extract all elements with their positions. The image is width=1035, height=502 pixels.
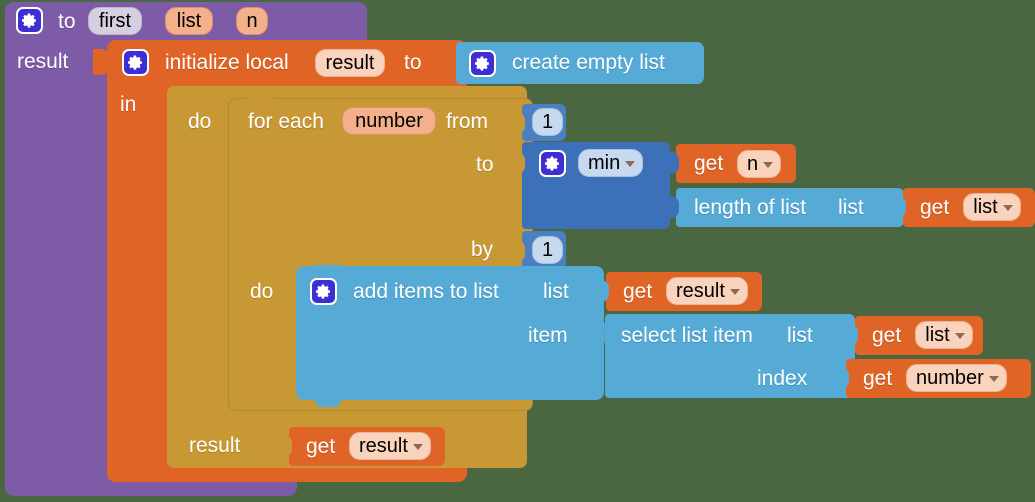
- add-items-list-label: list: [543, 280, 569, 303]
- loop-variable-field[interactable]: number: [342, 107, 436, 135]
- number-field-by[interactable]: 1: [532, 236, 564, 264]
- for-each-from-label: from: [446, 110, 488, 133]
- chevron-down-icon: [412, 444, 423, 450]
- from-socket: [512, 112, 525, 134]
- length-of-list-value-socket: [893, 196, 906, 218]
- add-items-to-list-block[interactable]: [296, 266, 604, 400]
- get-label: get: [694, 152, 724, 175]
- chevron-down-icon: [1003, 205, 1013, 211]
- gear-icon[interactable]: [16, 7, 43, 34]
- do-label-outer: do: [188, 110, 212, 133]
- for-each-label: for each: [248, 110, 324, 133]
- get-variable-dropdown-list-1[interactable]: list: [963, 193, 1021, 221]
- select-list-item-block[interactable]: [605, 314, 855, 398]
- get-label: get: [623, 280, 653, 303]
- length-of-list-block[interactable]: [676, 188, 904, 227]
- get-variable-dropdown-result-2[interactable]: result: [349, 432, 431, 460]
- get-label: get: [920, 196, 950, 219]
- select-list-item-index-socket: [836, 367, 849, 389]
- length-of-list-label: length of list: [694, 196, 807, 219]
- chevron-down-icon: [763, 162, 774, 168]
- create-empty-list-socket: [441, 50, 456, 76]
- procedure-to-label: to: [58, 10, 76, 33]
- loop-result-label: result: [189, 434, 241, 457]
- chevron-down-icon: [988, 376, 999, 382]
- number-field-from[interactable]: 1: [532, 108, 564, 136]
- procedure-param-list[interactable]: list: [165, 7, 213, 35]
- by-socket: [512, 240, 525, 262]
- chevron-down-icon: [729, 289, 740, 295]
- procedure-name-field[interactable]: first: [88, 7, 142, 35]
- get-variable-dropdown-number[interactable]: number: [906, 364, 1007, 392]
- for-each-by-label: by: [471, 238, 494, 261]
- chevron-down-icon: [625, 161, 636, 167]
- block-bottom-notch: [315, 398, 341, 407]
- min-operator-dropdown[interactable]: min: [578, 149, 644, 177]
- select-list-item-index-label: index: [757, 367, 808, 390]
- procedure-result-socket-plug: [93, 49, 109, 75]
- get-label: get: [306, 435, 336, 458]
- create-empty-list-block[interactable]: [456, 42, 704, 84]
- create-empty-list-label: create empty list: [512, 51, 665, 74]
- min-arg2-socket: [666, 196, 679, 218]
- get-label: get: [872, 324, 902, 347]
- get-label: get: [863, 367, 893, 390]
- local-var-name-field[interactable]: result: [315, 49, 385, 77]
- for-each-to-label: to: [476, 153, 494, 176]
- gear-icon[interactable]: [310, 278, 337, 305]
- gear-icon[interactable]: [122, 49, 149, 76]
- length-of-list-socket-label: list: [838, 196, 864, 219]
- select-list-item-list-label: list: [787, 324, 813, 347]
- gear-icon[interactable]: [469, 50, 496, 77]
- get-variable-dropdown-result-1[interactable]: result: [666, 277, 748, 305]
- initialize-local-to-label: to: [404, 51, 422, 74]
- block-top-notch: [186, 86, 212, 95]
- min-arg1-socket: [666, 152, 679, 174]
- loop-result-socket: [279, 435, 292, 457]
- add-items-item-label: item: [528, 324, 568, 347]
- for-each-do-label: do: [250, 280, 274, 303]
- procedure-result-label: result: [17, 50, 69, 73]
- initialize-local-header: [107, 40, 459, 86]
- select-list-item-list-socket: [845, 324, 858, 346]
- add-items-list-socket: [596, 280, 609, 302]
- gear-icon[interactable]: [539, 150, 566, 177]
- chevron-down-icon: [955, 333, 965, 339]
- add-items-item-socket: [596, 322, 609, 344]
- select-list-item-title: select list item: [621, 324, 753, 347]
- to-socket: [512, 152, 525, 174]
- get-variable-dropdown-n[interactable]: n: [737, 150, 782, 178]
- initialize-local-in-label: in: [120, 93, 137, 116]
- add-items-to-list-title: add items to list: [353, 280, 499, 303]
- block-top-notch: [315, 265, 341, 274]
- get-variable-dropdown-list-2[interactable]: list: [915, 321, 973, 349]
- block-top-notch: [247, 97, 273, 106]
- initialize-local-title: initialize local: [165, 51, 289, 74]
- procedure-param-n[interactable]: n: [236, 7, 268, 35]
